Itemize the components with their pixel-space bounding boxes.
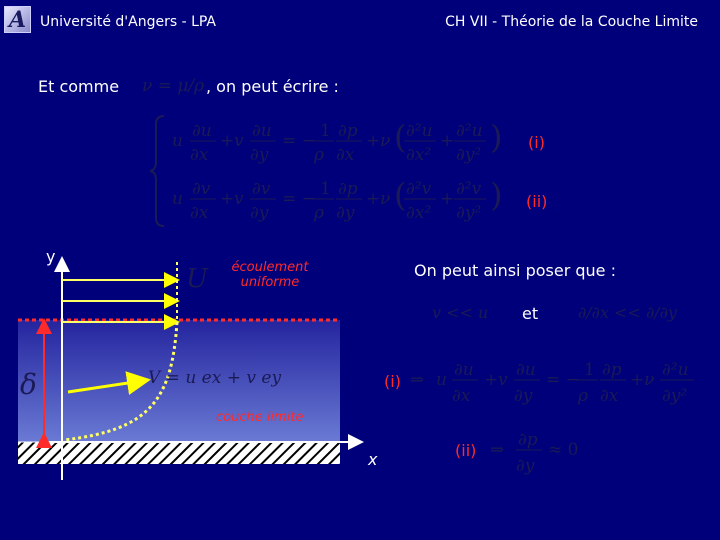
svg-text:∂x²: ∂x² [406,145,431,165]
header-right: CH VII - Théorie de la Couche Limite [445,14,698,30]
eq1-tag: (i) [528,133,545,152]
result-ii-tag: (ii) [455,441,477,460]
svg-text:∂y: ∂y [250,203,269,223]
conclusion-et: et [522,304,539,323]
svg-text:∂y: ∂y [250,145,269,165]
svg-text:∂y²: ∂y² [456,203,481,223]
svg-text:∂x: ∂x [190,203,209,223]
result-eq-i: ⇒ u ∂u ∂x + v ∂u ∂y = − 1 ρ ∂p ∂x + ν ∂²u ∂y² [410,360,694,406]
svg-text:ρ: ρ [313,145,324,165]
flow-label: écoulement uniforme [222,260,318,290]
svg-text:+: + [366,189,380,209]
svg-text:v: v [234,131,244,151]
svg-text:∂p: ∂p [338,179,358,199]
svg-text:∂p: ∂p [518,430,538,450]
svg-text:u: u [172,189,183,209]
svg-text:ν: ν [644,370,654,390]
svg-text:∂p: ∂p [338,121,358,141]
university-logo: A [4,6,31,33]
intro-prefix: Et comme [38,77,120,96]
result-eq-ii: ⇒ ∂p ∂y ≈ 0 [490,430,578,476]
svg-text:(: ( [394,176,406,214]
boundary-layer-label: couche limite [216,410,304,425]
svg-text:∂x: ∂x [336,145,355,165]
svg-text:∂y: ∂y [336,203,355,223]
svg-text:∂²v: ∂²v [406,179,432,199]
y-axis-label: y [46,247,56,266]
svg-text:∂y: ∂y [514,386,533,406]
svg-text:∂x: ∂x [600,386,619,406]
svg-text:u: u [436,370,447,390]
svg-text:= −: = − [282,131,316,151]
svg-text:+: + [220,131,234,151]
velocity-vector [67,371,151,395]
svg-text:ρ: ρ [313,203,324,223]
svg-text:∂u: ∂u [192,121,212,141]
svg-text:= −: = − [282,189,316,209]
velocity-expression: V = u ex + v ey [148,368,282,388]
svg-text:v: v [498,370,508,390]
svg-text:+: + [630,370,644,390]
svg-text:1: 1 [584,360,595,380]
svg-text:u: u [172,131,183,151]
svg-text:∂u: ∂u [516,360,536,380]
intro-formula: ν = μ/ρ [142,76,205,96]
svg-text:∂²u: ∂²u [662,360,689,380]
svg-text:∂u: ∂u [454,360,474,380]
svg-text:+: + [440,189,454,209]
svg-text:v: v [234,189,244,209]
svg-text:+: + [366,131,380,151]
condition-v-u: v << u [432,303,489,322]
result-i-tag: (i) [384,372,401,391]
flow-label-line1: écoulement [231,260,309,275]
wall [18,442,340,464]
eq2-tag: (ii) [526,192,548,211]
svg-text:+: + [440,131,454,151]
svg-text:1: 1 [320,179,331,199]
navier-stokes-system: u ∂u ∂x + v ∂u ∂y = − 1 ρ ∂p ∂x + ν ( ∂²u ∂x²… [150,115,502,227]
svg-text:∂v: ∂v [192,179,211,199]
intro-suffix: , on peut écrire : [206,77,339,96]
svg-text:∂x: ∂x [452,386,471,406]
svg-text:⇒: ⇒ [490,440,504,460]
svg-text:≈ 0: ≈ 0 [548,440,578,460]
x-axis-label: x [368,450,378,469]
svg-text:ν: ν [380,131,390,151]
svg-text:∂x: ∂x [190,145,209,165]
svg-text:= −: = − [546,370,580,390]
svg-text:): ) [490,176,502,214]
svg-text:∂u: ∂u [252,121,272,141]
svg-text:∂y: ∂y [516,456,535,476]
svg-text:∂²u: ∂²u [406,121,433,141]
svg-text:ρ: ρ [577,386,588,406]
condition-derivatives: ∂/∂x << ∂/∂y [578,303,677,322]
svg-text:): ) [490,118,502,156]
svg-text:∂p: ∂p [602,360,622,380]
svg-text:+: + [484,370,498,390]
svg-text:∂y²: ∂y² [662,386,687,406]
svg-text:1: 1 [320,121,331,141]
svg-text:ν: ν [380,189,390,209]
svg-text:∂²v: ∂²v [456,179,482,199]
boundary-layer-region [18,320,340,442]
header-left: Université d'Angers - LPA [40,14,217,30]
conclusion-lead: On peut ainsi poser que : [414,261,616,280]
u-infinity-label: U [186,264,208,294]
svg-text:⇒: ⇒ [410,370,424,390]
flow-label-line2: uniforme [240,275,300,290]
svg-text:(: ( [394,118,406,156]
svg-text:∂x²: ∂x² [406,203,431,223]
svg-text:∂y²: ∂y² [456,145,481,165]
svg-text:+: + [220,189,234,209]
delta-label: δ [20,368,37,401]
svg-text:∂²u: ∂²u [456,121,483,141]
svg-text:∂v: ∂v [252,179,271,199]
velocity-profile [63,321,179,442]
